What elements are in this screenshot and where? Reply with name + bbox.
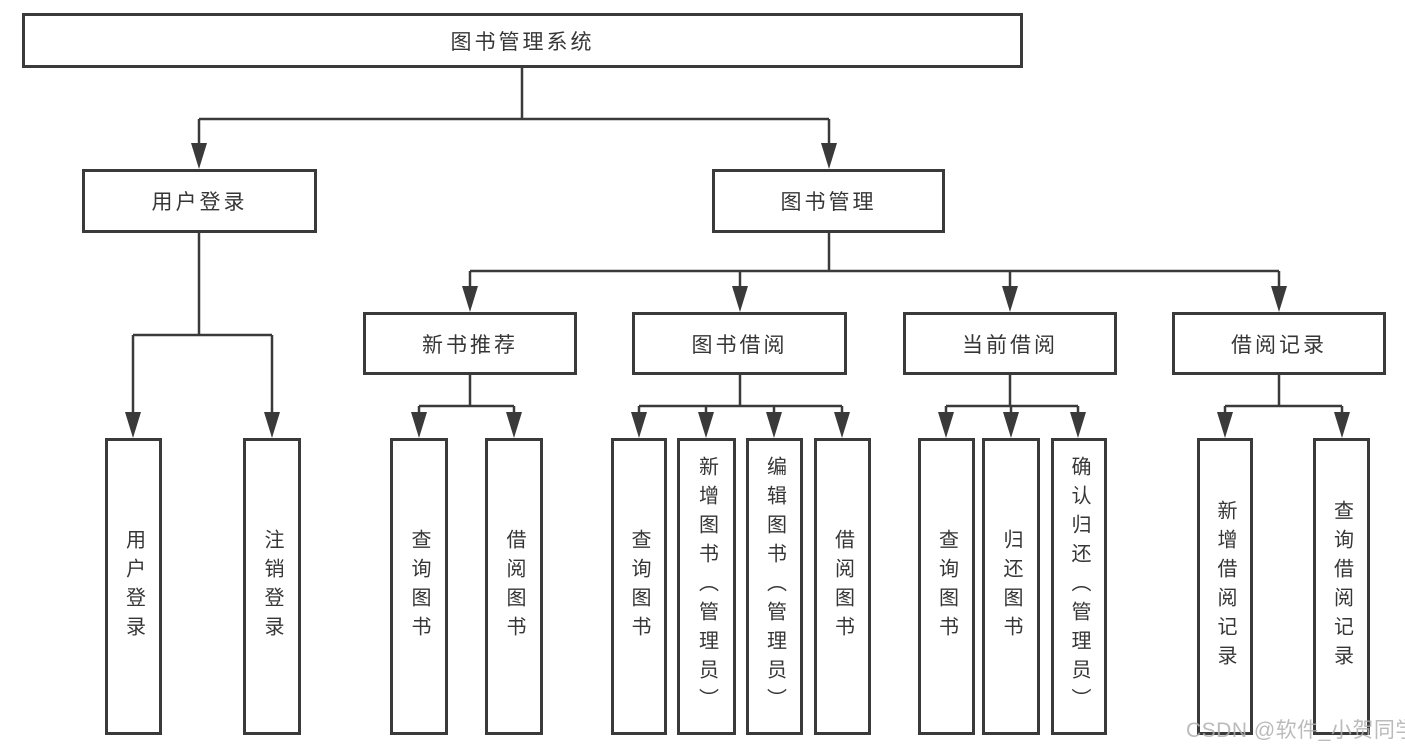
node-label: 归还图书 (1000, 528, 1022, 645)
node-label: 查询图书 (935, 528, 958, 645)
leaf-cb-confirm-return-admin: 确认归还（管理员） (1051, 438, 1107, 735)
node-label: 注销登录 (261, 528, 283, 645)
leaf-br-add-record: 新增借阅记录 (1197, 438, 1253, 735)
arrow-down-icon (698, 412, 714, 438)
node-label: 当前借阅 (962, 333, 1058, 357)
arrow-down-icon (1217, 412, 1233, 438)
arrow-down-icon (938, 412, 954, 438)
node-label: 查询图书 (408, 528, 430, 645)
node-new-book-recommend: 新书推荐 (363, 312, 577, 375)
arrow-down-icon (1003, 412, 1019, 438)
leaf-cb-return-books: 归还图书 (982, 438, 1040, 735)
node-label: 查询借阅记录 (1330, 499, 1353, 674)
arrow-down-icon (834, 412, 850, 438)
arrow-down-icon (264, 412, 280, 438)
arrow-down-icon (1002, 286, 1018, 312)
node-library-management-system: 图书管理系统 (22, 13, 1023, 68)
node-label: 用户登录 (122, 528, 145, 645)
node-label: 用户登录 (151, 191, 248, 214)
node-user-login: 用户登录 (82, 169, 317, 233)
node-label: 借阅记录 (1231, 333, 1327, 357)
arrow-down-icon (506, 412, 522, 438)
node-label: 借阅图书 (503, 528, 525, 645)
leaf-logout: 注销登录 (243, 438, 301, 735)
arrow-down-icon (631, 412, 647, 438)
arrow-down-icon (1334, 412, 1350, 438)
node-label: 查询图书 (628, 528, 650, 645)
arrow-down-icon (821, 143, 837, 169)
node-borrowing-records: 借阅记录 (1172, 312, 1386, 375)
arrow-down-icon (191, 143, 207, 169)
leaf-bb-add-books-admin: 新增图书（管理员） (677, 438, 736, 735)
arrow-down-icon (411, 412, 427, 438)
arrow-down-icon (1070, 412, 1086, 438)
node-label: 编辑图书（管理员） (763, 456, 786, 717)
leaf-nb-borrow-books: 借阅图书 (485, 438, 543, 735)
node-label: 新书推荐 (422, 333, 518, 357)
node-book-borrowing: 图书借阅 (632, 312, 847, 375)
node-label: 图书管理 (780, 191, 877, 214)
leaf-br-query-record: 查询借阅记录 (1313, 438, 1370, 735)
arrow-down-icon (462, 286, 478, 312)
leaf-bb-query-books: 查询图书 (611, 438, 667, 735)
leaf-bb-edit-books-admin: 编辑图书（管理员） (746, 438, 803, 735)
node-current-borrowing: 当前借阅 (903, 312, 1117, 375)
node-label: 图书借阅 (691, 333, 788, 357)
leaf-nb-query-books: 查询图书 (390, 438, 448, 735)
node-label: 确认归还（管理员） (1068, 456, 1090, 717)
node-label: 新增图书（管理员） (695, 456, 718, 717)
node-label: 新增借阅记录 (1214, 499, 1236, 674)
csdn-watermark: CSDN @软件_小贺同学 (1186, 719, 1405, 742)
arrow-down-icon (766, 412, 782, 438)
node-book-management: 图书管理 (712, 169, 945, 233)
leaf-bb-borrow-books: 借阅图书 (814, 438, 871, 735)
arrow-down-icon (732, 286, 748, 312)
leaf-cb-query-books: 查询图书 (918, 438, 975, 735)
arrow-down-icon (125, 412, 141, 438)
node-label: 图书管理系统 (450, 30, 595, 54)
arrow-down-icon (1271, 286, 1287, 312)
node-label: 借阅图书 (831, 528, 854, 645)
leaf-user-login: 用户登录 (105, 438, 162, 735)
